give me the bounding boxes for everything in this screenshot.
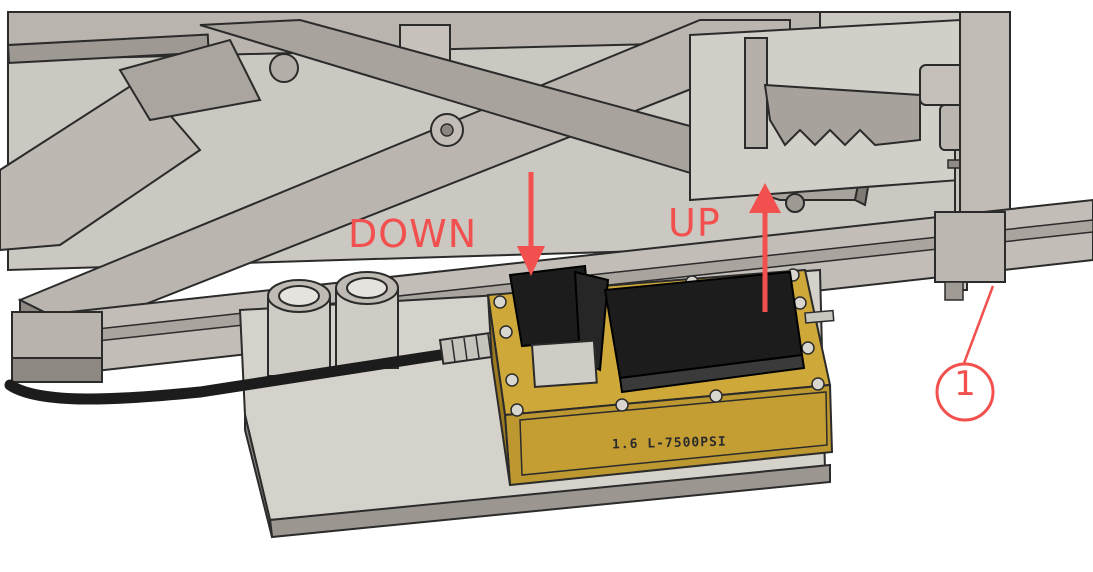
up-label: UP: [668, 201, 721, 245]
callout-number: 1: [954, 364, 976, 404]
down-arrow: [517, 172, 545, 276]
hydraulic-cylinder: [0, 24, 451, 252]
pump-marking: 1.6 L-7500PSI: [611, 434, 727, 453]
callout-leader: [935, 285, 995, 422]
down-label: DOWN: [348, 212, 478, 256]
ratchet-assembly: [689, 18, 979, 291]
tube-sockets: [267, 271, 399, 377]
pump-handle: [508, 264, 806, 394]
up-arrow: [749, 183, 781, 312]
